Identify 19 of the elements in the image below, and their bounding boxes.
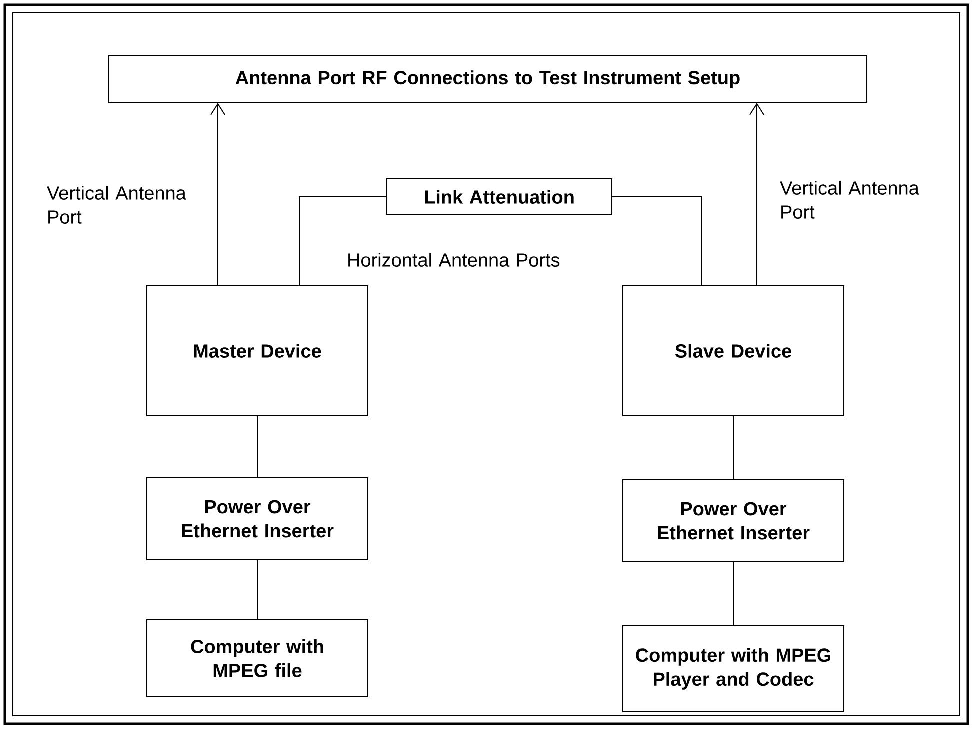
- connector: [612, 196, 702, 286]
- connector: [733, 416, 734, 480]
- connector: [299, 196, 387, 286]
- device-box: Power Over Ethernet Inserter: [622, 480, 845, 562]
- title-box: Antenna Port RF Connections to Test Instrument Setup: [108, 56, 868, 104]
- port-label: Vertical Antenna Port: [780, 181, 920, 219]
- device-box: Power Over Ethernet Inserter: [146, 478, 368, 560]
- device-box: Master Device: [146, 286, 368, 416]
- port-label: Horizontal Antenna Ports: [348, 253, 560, 267]
- connector: [733, 562, 734, 626]
- connector: [257, 416, 258, 478]
- connector: [210, 103, 226, 286]
- device-box: Computer with MPEG Player and Codec: [622, 626, 845, 712]
- device-box: Slave Device: [622, 286, 845, 416]
- connector: [750, 103, 764, 286]
- port-label: Vertical Antenna Port: [47, 186, 186, 224]
- device-box: Link Attenuation: [386, 178, 612, 216]
- device-box: Computer with MPEG file: [146, 620, 368, 698]
- connector: [257, 560, 258, 620]
